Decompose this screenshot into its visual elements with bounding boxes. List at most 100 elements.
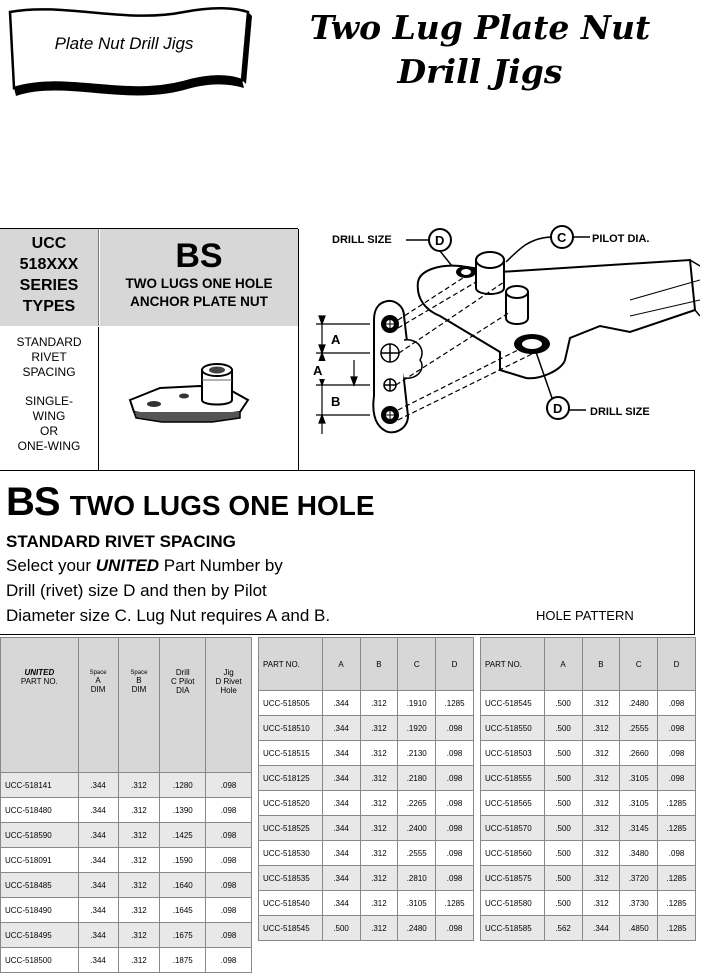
value-cell: .1285 bbox=[435, 890, 474, 916]
label-d-top: D bbox=[435, 233, 444, 248]
value-cell: .098 bbox=[657, 690, 696, 716]
value-cell: .344 bbox=[77, 772, 119, 798]
col-part-no: PART NO. bbox=[480, 637, 545, 691]
wing-line: ONE-WING bbox=[17, 439, 81, 453]
value-cell: .312 bbox=[117, 847, 161, 873]
col-d: D bbox=[657, 637, 696, 691]
part-number-cell: UCC-518520 bbox=[258, 790, 323, 816]
dim-a-lower: A bbox=[313, 363, 323, 378]
value-cell: .098 bbox=[205, 947, 252, 973]
part-number-cell: UCC-518545 bbox=[480, 690, 545, 716]
series-description: TWO LUGS ONE HOLE ANCHOR PLATE NUT bbox=[100, 275, 298, 311]
value-cell: .3105 bbox=[619, 790, 659, 816]
value-cell: .098 bbox=[205, 772, 252, 798]
col-c: C bbox=[397, 637, 437, 691]
value-cell: .562 bbox=[543, 915, 583, 941]
description-subtitle: STANDARD RIVET SPACING bbox=[6, 532, 236, 551]
description-title-text: TWO LUGS ONE HOLE bbox=[69, 490, 375, 521]
part-number-cell: UCC-518555 bbox=[480, 765, 545, 791]
value-cell: .344 bbox=[77, 847, 119, 873]
value-cell: .500 bbox=[543, 865, 583, 891]
value-cell: .098 bbox=[205, 897, 252, 923]
spacing-line: SPACING bbox=[22, 365, 76, 379]
value-cell: .1875 bbox=[159, 947, 207, 973]
table-row: UCC-518510.344.312.1920.098 bbox=[258, 715, 474, 741]
description-line-2: Drill (rivet) size D and then by Pilot bbox=[6, 581, 267, 600]
part-number-cell: UCC-518091 bbox=[0, 847, 79, 873]
series-code-cell: BS TWO LUGS ONE HOLE ANCHOR PLATE NUT bbox=[100, 229, 298, 326]
col-b: B bbox=[581, 637, 621, 691]
title-line-2: Drill Jigs bbox=[397, 52, 563, 91]
value-cell: .3145 bbox=[619, 815, 659, 841]
part-number-cell: UCC-518560 bbox=[480, 840, 545, 866]
value-cell: .344 bbox=[77, 797, 119, 823]
value-cell: .098 bbox=[435, 790, 474, 816]
table-row: UCC-518590.344.312.1425.098 bbox=[0, 822, 252, 848]
table-row: UCC-518520.344.312.2265.098 bbox=[258, 790, 474, 816]
hole-pattern-label: HOLE PATTERN bbox=[536, 608, 634, 623]
value-cell: .3730 bbox=[619, 890, 659, 916]
line1-post: Part Number by bbox=[159, 556, 283, 575]
wing-line: SINGLE- bbox=[24, 394, 73, 408]
table-row: UCC-518570.500.312.3145.1285 bbox=[480, 815, 696, 841]
table-row: UCC-518495.344.312.1675.098 bbox=[0, 922, 252, 948]
value-cell: .500 bbox=[543, 715, 583, 741]
banner-scroll bbox=[8, 6, 252, 96]
value-cell: .098 bbox=[435, 740, 474, 766]
series-line: SERIES bbox=[19, 277, 79, 294]
description-code: BS bbox=[6, 480, 61, 524]
part-number-cell: UCC-518550 bbox=[480, 715, 545, 741]
value-cell: .312 bbox=[359, 815, 399, 841]
value-cell: .500 bbox=[543, 840, 583, 866]
part-number-cell: UCC-518490 bbox=[0, 897, 79, 923]
value-cell: .500 bbox=[543, 815, 583, 841]
value-cell: .1285 bbox=[657, 815, 696, 841]
value-cell: .312 bbox=[581, 690, 621, 716]
value-cell: .3105 bbox=[397, 890, 437, 916]
part-number-cell: UCC-518485 bbox=[0, 872, 79, 898]
value-cell: .312 bbox=[117, 872, 161, 898]
table-row: UCC-518540.344.312.3105.1285 bbox=[258, 890, 474, 916]
value-cell: .4850 bbox=[619, 915, 659, 941]
part-number-cell: UCC-518510 bbox=[258, 715, 323, 741]
value-cell: .344 bbox=[77, 897, 119, 923]
value-cell: .098 bbox=[657, 765, 696, 791]
part-number-cell: UCC-518530 bbox=[258, 840, 323, 866]
label-c: C bbox=[557, 230, 567, 245]
divider bbox=[298, 229, 299, 470]
value-cell: .1280 bbox=[159, 772, 207, 798]
value-cell: .3720 bbox=[619, 865, 659, 891]
value-cell: .344 bbox=[321, 890, 361, 916]
wing-line: OR bbox=[40, 424, 58, 438]
series-types-cell: UCC 518XXX SERIES TYPES bbox=[0, 229, 99, 326]
value-cell: .312 bbox=[117, 772, 161, 798]
value-cell: .098 bbox=[435, 765, 474, 791]
table-row: UCC-518555.500.312.3105.098 bbox=[480, 765, 696, 791]
table-row: UCC-518550.500.312.2555.098 bbox=[480, 715, 696, 741]
table-row: UCC-518545.500.312.2480.098 bbox=[480, 690, 696, 716]
table-row: UCC-518141.344.312.1280.098 bbox=[0, 772, 252, 798]
table-row: UCC-518505.344.312.1910.1285 bbox=[258, 690, 474, 716]
part-number-cell: UCC-518515 bbox=[258, 740, 323, 766]
value-cell: .098 bbox=[205, 872, 252, 898]
value-cell: .2810 bbox=[397, 865, 437, 891]
spacing-cell: STANDARD RIVET SPACING SINGLE- WING OR O… bbox=[0, 327, 99, 470]
value-cell: .312 bbox=[581, 715, 621, 741]
value-cell: .344 bbox=[321, 765, 361, 791]
col-c: C bbox=[619, 637, 659, 691]
part-number-cell: UCC-518580 bbox=[480, 890, 545, 916]
value-cell: .1425 bbox=[159, 822, 207, 848]
value-cell: .1920 bbox=[397, 715, 437, 741]
description-line-3: Diameter size C. Lug Nut requires A and … bbox=[6, 606, 331, 625]
banner-label: Plate Nut Drill Jigs bbox=[54, 34, 194, 53]
pilot-dia-label: PILOT DIA. bbox=[592, 233, 649, 245]
description-box bbox=[0, 470, 695, 635]
table-row: UCC-518535.344.312.2810.098 bbox=[258, 865, 474, 891]
value-cell: .312 bbox=[359, 840, 399, 866]
part-number-cell: UCC-518545 bbox=[258, 915, 323, 941]
series-line: 518XXX bbox=[19, 256, 79, 273]
table-row: UCC-518560.500.312.3480.098 bbox=[480, 840, 696, 866]
